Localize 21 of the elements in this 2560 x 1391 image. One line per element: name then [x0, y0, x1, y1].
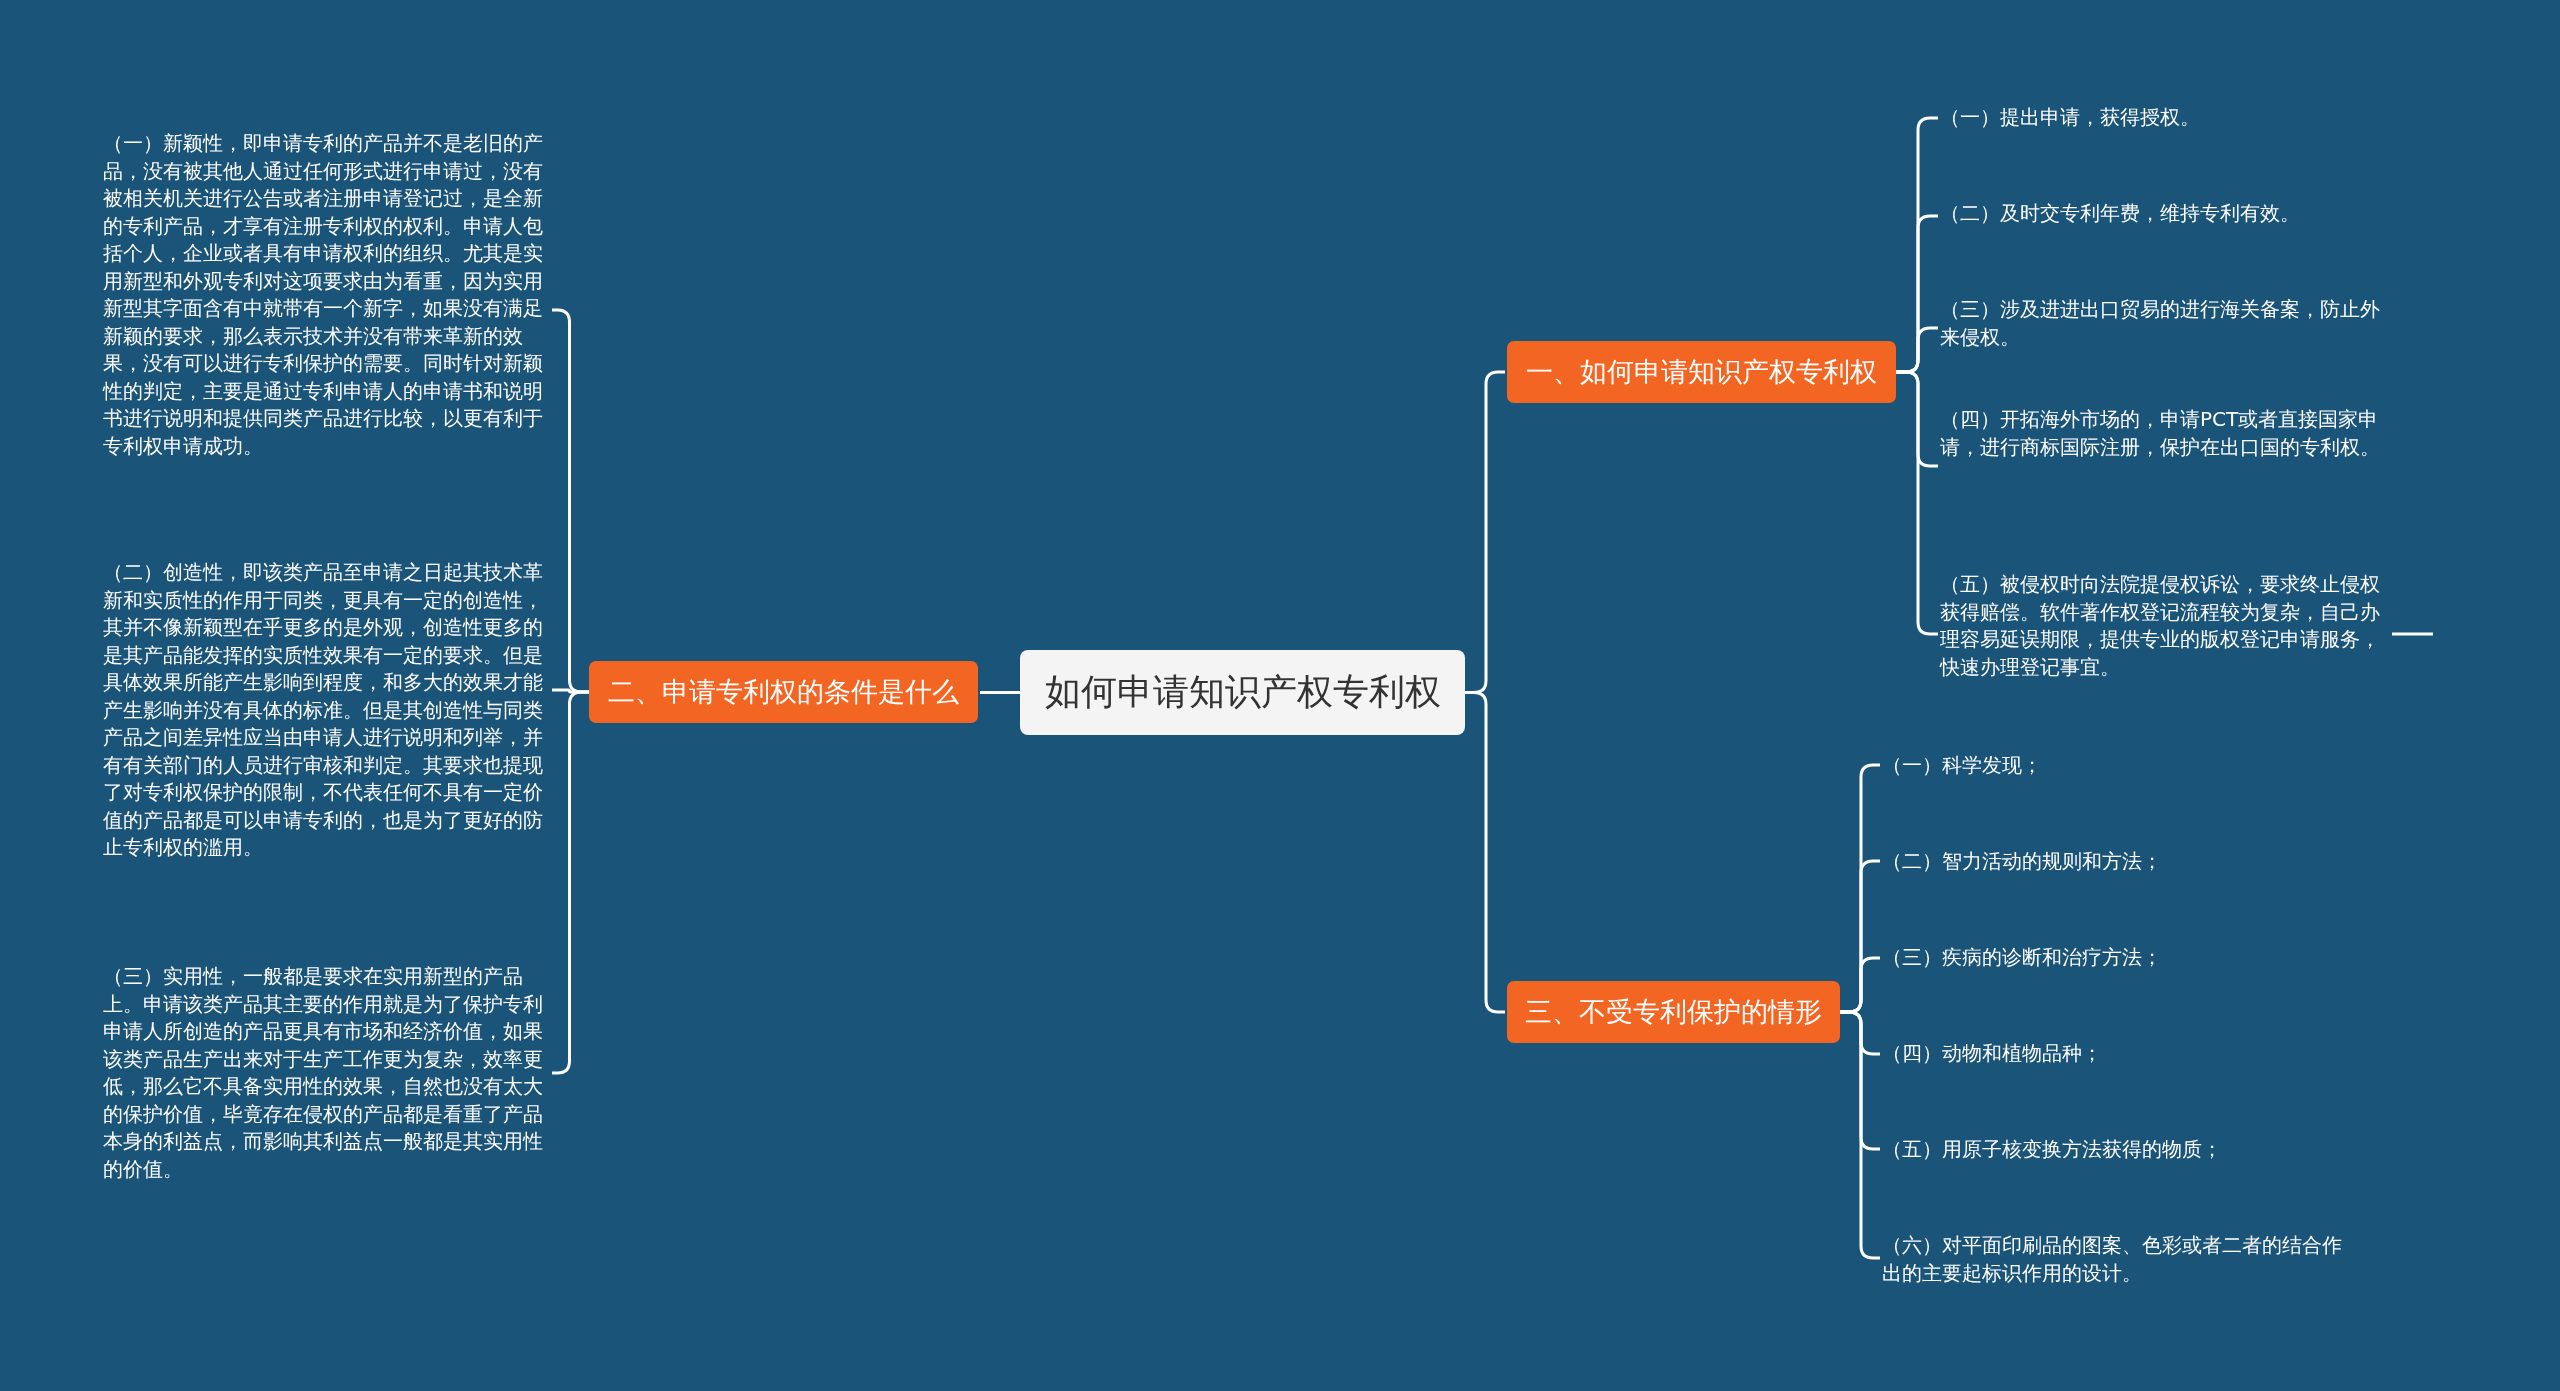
topic-text: （四）开拓海外市场的，申请PCT或者直接国家申请，进行商标国际注册，保护在出口国的专利权。	[1940, 406, 2390, 461]
topic-text: （三）疾病的诊断和治疗方法；	[1882, 944, 2352, 972]
topic-text: （一）提出申请，获得授权。	[1940, 104, 2390, 132]
topic-text: （五）被侵权时向法院提侵权诉讼，要求终止侵权获得赔偿。软件著作权登记流程较为复杂，自己办理容易延误期限，提供专业的版权登记申请服务，快速办理登记事宜。	[1940, 571, 2390, 681]
topic-text: （三）实用性，一般都是要求在实用新型的产品上。申请该类产品其主要的作用就是为了保护专利申请人所创造的产品更具有市场和经济价值，如果该类产品生产出来对于生产工作更为复杂，效率更低，那么它不具备实用性的效果，自然也没有太大的保护价值，毕竟存在侵权的产品都是看重了产品本身的利益点，而影响其利益点一般都是其实用性的价值。	[103, 963, 550, 1183]
central-topic-box: 如何申请知识产权专利权	[1020, 650, 1465, 735]
topic-text: （二）智力活动的规则和方法；	[1882, 848, 2352, 876]
connector-line	[1465, 691, 1505, 1014]
topic-text: （五）用原子核变换方法获得的物质；	[1882, 1136, 2352, 1164]
connector-line	[980, 691, 1020, 694]
topic-box: 三、不受专利保护的情形	[1507, 981, 1840, 1043]
topic-text: （二）及时交专利年费，维持专利有效。	[1940, 200, 2390, 228]
topic-text: （一）新颖性，即申请专利的产品并不是老旧的产品，没有被其他人通过任何形式进行申请过，没有被相关机关进行公告或者注册申请登记过，是全新的专利产品，才享有注册专利权的权利。申请人包括个人，企业或者具有申请权利的组织。尤其是实用新型和外观专利对这项要求由为看重，因为实用新型其字面含有中就带有一个新字，如果没有满足新颖的要求，那么表示技术并没有带来革新的效果，没有可以进行专利保护的需要。同时针对新颖性的判定，主要是通过专利申请人的申请书和说明书进行说明和提供同类产品进行比较，以更有利于专利权申请成功。	[103, 130, 550, 460]
topic-box: 二、申请专利权的条件是什么	[589, 661, 978, 723]
topic-text: （六）对平面印刷品的图案、色彩或者二者的结合作出的主要起标识作用的设计。	[1882, 1232, 2352, 1287]
topic-text: （一）科学发现；	[1882, 752, 2352, 780]
topic-text: （四）动物和植物品种；	[1882, 1040, 2352, 1068]
connector-line	[2392, 632, 2433, 636]
topic-text: （二）创造性，即该类产品至申请之日起其技术革新和实质性的作用于同类，更具有一定的创造性，其并不像新颖型在乎更多的是外观，创造性更多的是其产品能发挥的实质性效果有一定的要求。但是具体效果所能产生影响到程度，和多大的效果才能产生影响并没有具体的标准。但是其创造性与同类产品之间差异性应当由申请人进行说明和列举，并有有关部门的人员进行审核和判定。其要求也提现了对专利权保护的限制，不代表任何不具有一定价值的产品都是可以申请专利的，也是为了更好的防止专利权的滥用。	[103, 559, 550, 862]
topic-text: （三）涉及进进出口贸易的进行海关备案，防止外来侵权。	[1940, 296, 2390, 351]
topic-box: 一、如何申请知识产权专利权	[1507, 341, 1896, 403]
